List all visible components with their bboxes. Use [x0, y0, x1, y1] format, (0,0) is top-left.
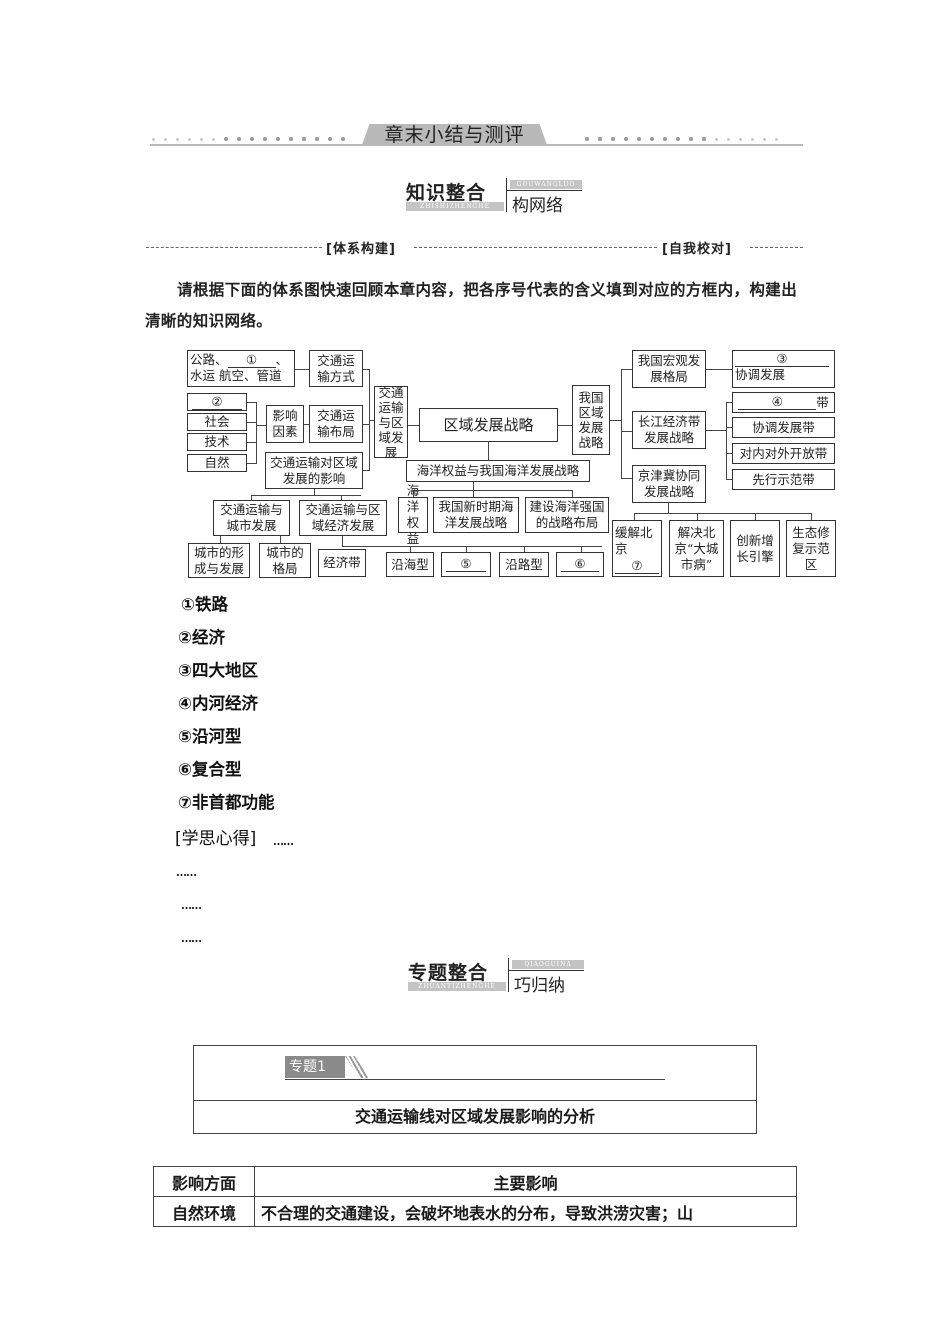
topic-title: 交通运输线对区域发展影响的分析: [354, 1107, 595, 1126]
label-system-construction: [体系构建]: [326, 242, 396, 257]
box-transport-modes: 公路、①、 水运 航空、管道: [187, 350, 295, 387]
table-header-row: 影响方面 主要影响: [153, 1166, 797, 1197]
reflection-ellipsis[interactable]: ……: [181, 899, 202, 912]
box-factor-tech: 技术: [187, 433, 247, 451]
answer-5: ⑤沿河型: [178, 727, 242, 746]
section-header-knowledge: 知识整合 ZHISHIZHENGHE GOUWANGLUO 构网络: [406, 178, 586, 218]
section-sub-pinyin: GOUWANGLUO: [510, 180, 582, 189]
table-header-impact: 主要影响: [254, 1166, 797, 1197]
banner-dots-left: [152, 136, 345, 142]
box-coastal-type: 沿海型: [386, 552, 434, 577]
divider-dash: [414, 247, 657, 248]
box-blank-3: ③ 协调发展: [732, 350, 835, 388]
reflection-ellipsis[interactable]: ……: [181, 932, 202, 945]
banner-rule: [150, 144, 803, 146]
box-growth-engine: 创新增长引擎: [730, 520, 780, 577]
section-sub-pinyin: QIAOGUINA: [512, 960, 584, 969]
section-main-pinyin: ZHISHIZHENGHE: [406, 202, 504, 211]
box-city-layout: 城市的格局: [259, 543, 311, 578]
box-big-city-disease: 解决北京“大城市病”: [669, 520, 724, 577]
box-transport-region: 交通运输与区域发展: [374, 385, 408, 460]
label-self-check: [自我校对]: [662, 242, 732, 257]
section-main-title: 知识整合: [406, 182, 487, 204]
box-transport-impact: 交通运输对区域发展的影响: [265, 452, 363, 489]
divider-dash: [146, 247, 322, 248]
box-transport-economy: 交通运输与区域经济发展: [299, 500, 387, 536]
box-blank-6: ⑥: [556, 552, 604, 577]
box-pilot-belt: 先行示范带: [732, 469, 835, 490]
box-relieve-beijing: 缓解北京 ⑦: [612, 520, 662, 577]
section-sub-title: 巧归纳: [514, 976, 565, 996]
reflection-ellipsis[interactable]: ……: [176, 866, 197, 879]
box-ocean-power: 建设海洋强国的战略布局: [525, 497, 609, 533]
section-header-topic: 专题整合 ZHUANTIZHENGHE QIAOGUINA 巧归纳: [408, 958, 588, 998]
table-row: 自然环境 不合理的交通建设，会破坏地表水的分布，导致洪涝灾害；山: [153, 1196, 797, 1227]
topic-tag: 专题1: [285, 1056, 345, 1078]
topic-box: 专题1 交通运输线对区域发展影响的分析: [193, 1045, 757, 1134]
section-sub-title: 构网络: [512, 196, 563, 216]
box-transport-layout: 交通运输布局: [309, 405, 363, 443]
answer-6: ⑥复合型: [178, 760, 242, 779]
chapter-title: 章末小结与测评: [384, 124, 525, 146]
box-economic-belt: 经济带: [318, 549, 366, 577]
topic-underline: [285, 1079, 665, 1081]
box-blank-2: ②: [187, 393, 247, 411]
answer-2: ②经济: [178, 628, 225, 647]
section-main-pinyin: ZHUANTIZHENGHE: [408, 982, 506, 991]
box-eco-zone: 生态修复示范区: [786, 520, 836, 577]
box-factor-nature: 自然: [187, 454, 247, 472]
reflection-ellipsis[interactable]: ……: [273, 835, 294, 848]
box-open-belt: 对内对外开放带: [732, 443, 835, 464]
box-city-formation: 城市的形成与发展: [188, 543, 250, 578]
table-header-aspect: 影响方面: [153, 1166, 255, 1197]
answer-7: ⑦非首都功能: [178, 793, 275, 812]
box-ocean-strategy: 海洋权益与我国海洋发展战略: [406, 460, 590, 482]
box-transport-mode-label: 交通运输方式: [309, 350, 363, 387]
section-main-title: 专题整合: [408, 962, 489, 984]
box-national-strategy: 我国区域发展战略: [572, 385, 610, 455]
box-blank-5: ⑤: [441, 552, 491, 577]
table-cell-aspect: 自然环境: [153, 1196, 255, 1227]
impact-table: 影响方面 主要影响 自然环境 不合理的交通建设，会破坏地表水的分布，导致洪涝灾害…: [153, 1166, 797, 1227]
divider-dash: [750, 247, 803, 248]
topic-stripes-decoration: [345, 1056, 369, 1078]
box-macro-layout: 我国宏观发展格局: [632, 350, 706, 388]
box-ocean-new-era: 我国新时期海洋发展战略: [433, 497, 519, 533]
answer-4: ④内河经济: [178, 694, 258, 713]
box-ocean-rights: 海洋权益: [398, 483, 428, 546]
intro-paragraph: 请根据下面的体系图快速回顾本章内容，把各序号代表的含义填到对应的方框内，构建出清…: [145, 280, 798, 330]
box-factor-social: 社会: [187, 413, 247, 431]
box-transport-city: 交通运输与城市发展: [213, 500, 290, 536]
answer-3: ③四大地区: [178, 661, 258, 680]
table-cell-impact: 不合理的交通建设，会破坏地表水的分布，导致洪涝灾害；山: [254, 1196, 797, 1227]
banner-tab: [362, 124, 547, 145]
banner-dots-right: [585, 136, 778, 142]
answer-1: ①铁路: [181, 595, 228, 614]
box-road-type: 沿路型: [499, 552, 549, 577]
box-influence-factors: 影响因素: [266, 405, 304, 443]
box-yangtze-strategy: 长江经济带发展战略: [632, 411, 706, 449]
box-coordinated-belt: 协调发展带: [732, 417, 835, 438]
blank-1[interactable]: ①: [227, 353, 276, 368]
box-center-strategy: 区域发展战略: [419, 408, 558, 442]
box-jjj-strategy: 京津冀协同发展战略: [632, 465, 706, 503]
reflection-label: [学思心得]: [175, 829, 257, 849]
